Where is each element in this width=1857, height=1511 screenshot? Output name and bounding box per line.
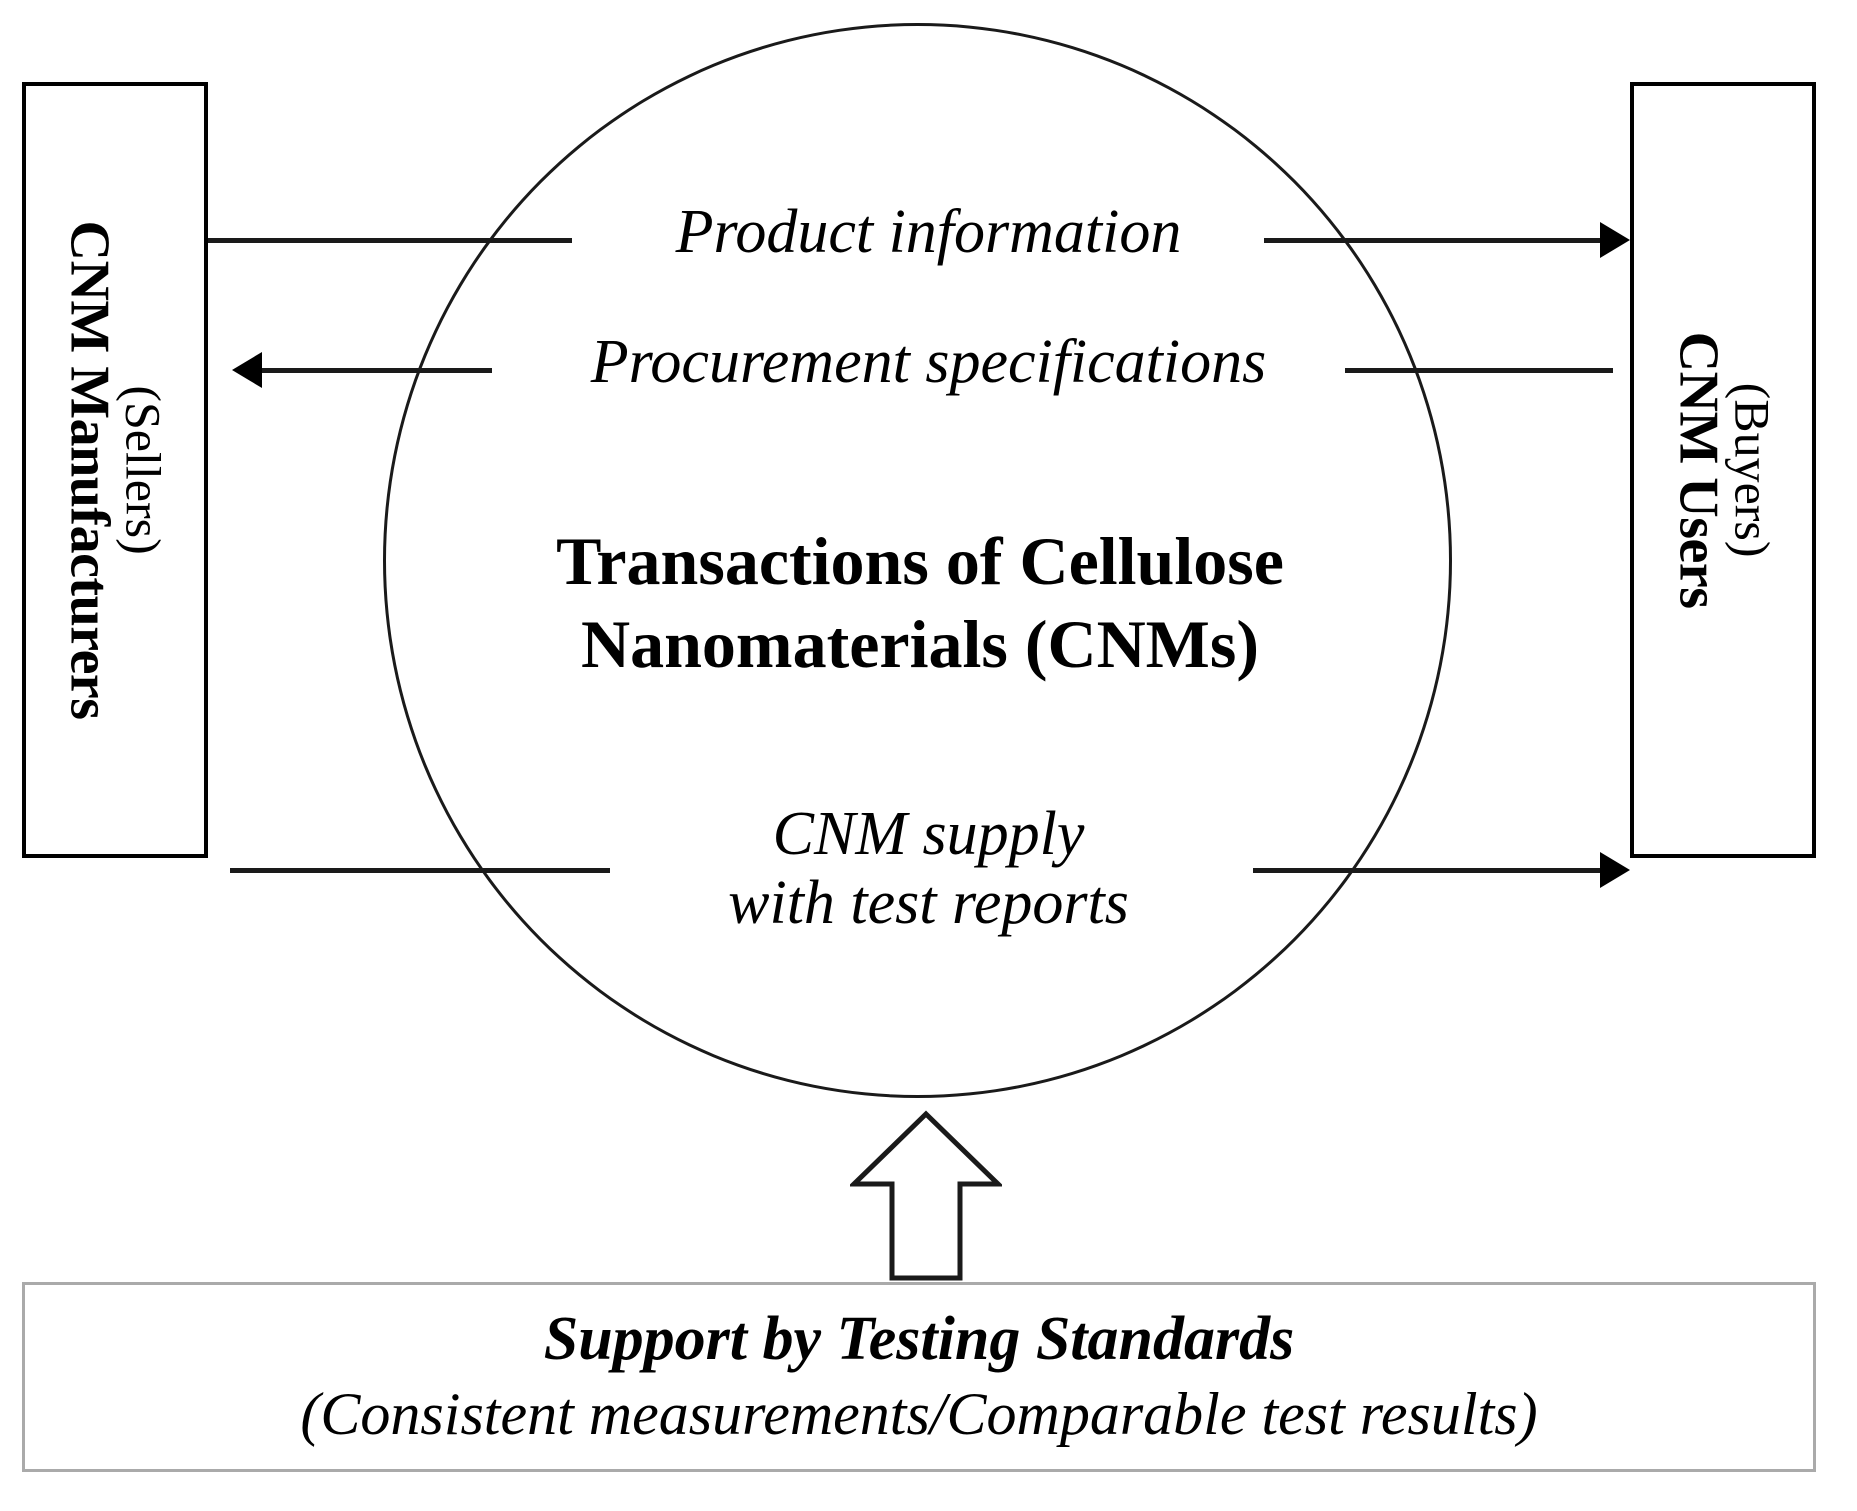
support-subtitle: (Consistent measurements/Comparable test…	[300, 1380, 1538, 1447]
support-title: Support by Testing Standards	[543, 1305, 1295, 1374]
cnm-supply-label-line-2: with test reports	[728, 869, 1129, 938]
procurement-specifications-label: Procurement specifications	[590, 328, 1267, 396]
arrow-right-icon-product-information	[1600, 222, 1630, 258]
cnm-users-subtitle: (Buyers)	[1724, 382, 1781, 558]
cnm-manufacturers-label-group: CNM Manufacturers (Sellers)	[59, 220, 173, 720]
hollow-up-arrow-icon	[850, 1110, 1002, 1281]
arrow-right-icon-cnm-supply	[1600, 852, 1630, 888]
cnm-manufacturers-box: CNM Manufacturers (Sellers)	[22, 82, 208, 858]
procurement-specifications-line-right	[1345, 368, 1613, 373]
cnm-supply-label-line-1: CNM supply	[772, 800, 1085, 868]
cnm-supply-line-left	[230, 868, 610, 873]
cnm-supply-label: CNM supply with test reports	[0, 800, 1857, 939]
arrow-left-icon-procurement-specifications	[232, 352, 262, 388]
product-information-line-right	[1264, 238, 1610, 243]
center-title-line-1: Transactions of Cellulose	[556, 523, 1284, 599]
page-title: Transactions of Cellulose Nanomaterials …	[420, 520, 1420, 686]
cnm-manufacturers-subtitle: (Sellers)	[116, 385, 173, 555]
cnm-supply-line-right	[1253, 868, 1610, 873]
center-title-line-2: Nanomaterials (CNMs)	[581, 605, 1259, 682]
support-by-testing-standards-box: Support by Testing Standards (Consistent…	[22, 1282, 1816, 1472]
product-information-label: Product information	[675, 198, 1182, 266]
transactions-circle	[383, 23, 1452, 1098]
product-information-line-left	[208, 238, 572, 243]
cnm-manufacturers-title: CNM Manufacturers	[59, 220, 122, 720]
cnm-users-box: CNM Users (Buyers)	[1630, 82, 1816, 858]
procurement-specifications-line-left	[262, 368, 492, 373]
